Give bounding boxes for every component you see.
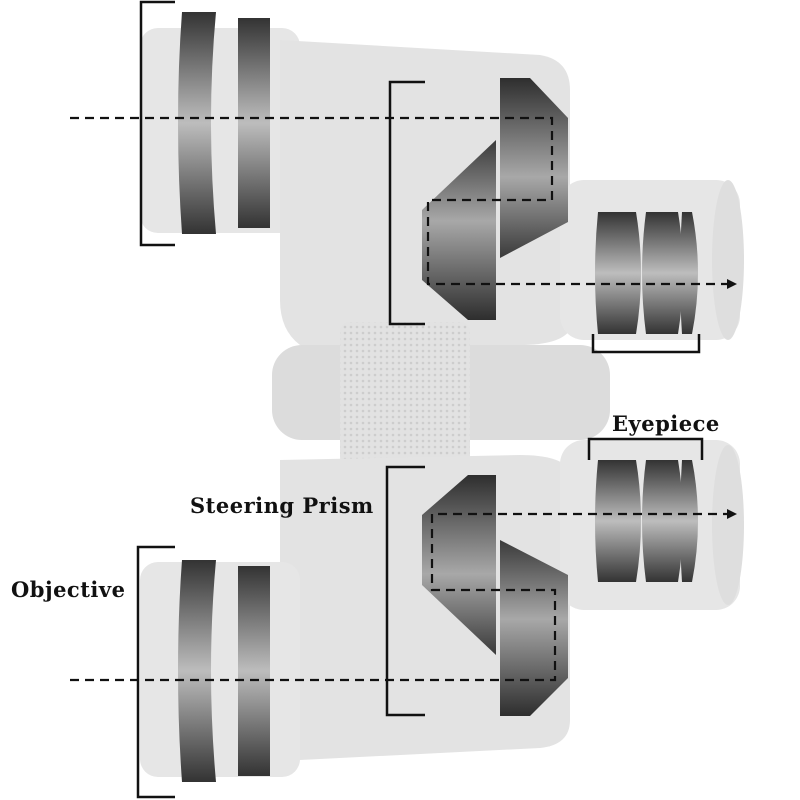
prism-element (422, 475, 496, 655)
top-objective-tube (140, 28, 300, 233)
top-housing (280, 40, 570, 345)
eyepiece-lens (595, 460, 641, 582)
bottom-objective-tube (140, 562, 300, 777)
eyepiece-lens (680, 460, 698, 582)
objective-lens (178, 12, 216, 234)
objective-label: Objective (11, 577, 125, 602)
brackets (136, 0, 704, 799)
binocular-body (140, 28, 744, 777)
bottom-prism-bracket (385, 465, 425, 717)
top-eyepiece-rim (712, 180, 744, 340)
top-objective-lenses (178, 12, 270, 234)
objective-lens (238, 18, 270, 228)
bottom-steering-prism (422, 475, 568, 716)
bottom-light-path (70, 509, 737, 682)
steering-prism-label: Steering Prism (190, 493, 374, 518)
bottom-housing (280, 455, 570, 760)
eyepiece-lens (595, 212, 641, 334)
eyepiece-lens (642, 212, 683, 334)
top-prism-bracket (388, 80, 425, 326)
prism-element (422, 140, 496, 320)
prism-element (500, 540, 568, 716)
eyepiece-lens (642, 460, 683, 582)
bottom-objective-lenses (178, 560, 270, 782)
light-paths (70, 116, 737, 682)
objective-lens (178, 560, 216, 782)
bottom-eyepiece-lenses (595, 460, 698, 582)
eyepiece-lens (680, 212, 698, 334)
objective-lens (238, 566, 270, 776)
top-eyepiece-bracket (591, 334, 701, 354)
top-objective-bracket (139, 0, 175, 247)
bottom-objective-bracket (136, 545, 175, 799)
bottom-eyepiece-rim (712, 445, 744, 605)
bottom-eyepiece-bracket (587, 437, 704, 460)
top-eyepiece-lenses (595, 212, 698, 334)
eyepiece-label: Eyepiece (612, 411, 720, 436)
focus-wheel (340, 322, 470, 467)
